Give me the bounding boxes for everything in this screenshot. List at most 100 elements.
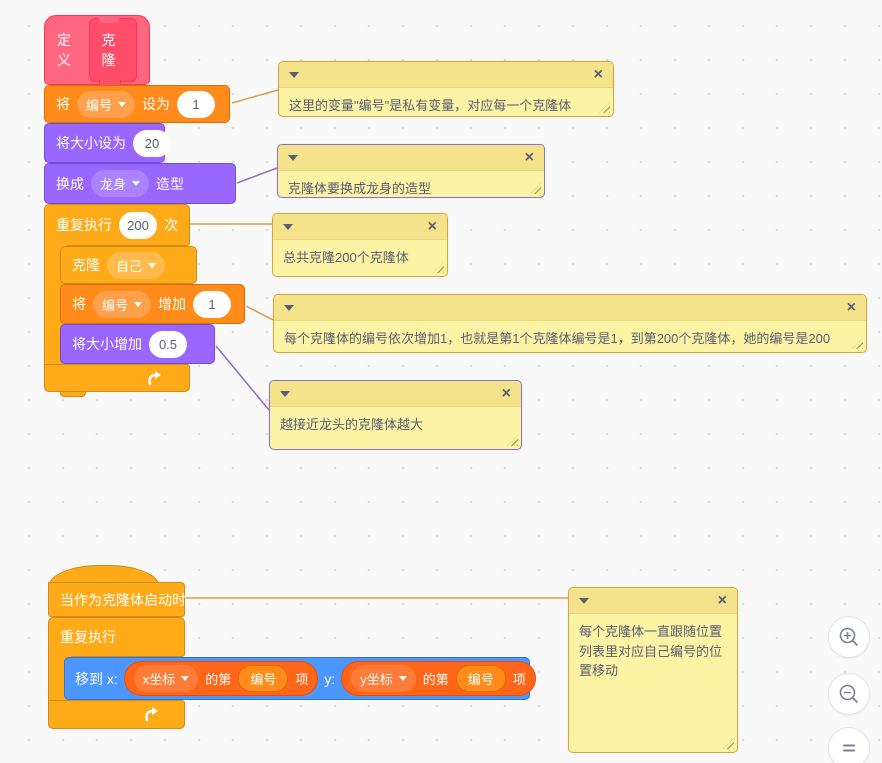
block-label: 增加 bbox=[158, 296, 187, 312]
goto-xy-block[interactable]: 移到 x: x坐标 的第 编号 项 y: y坐标 的第 编号 项 bbox=[64, 657, 536, 700]
loop-arrow-icon bbox=[146, 370, 162, 386]
repeat-block[interactable]: 重复执行 200 次 bbox=[44, 204, 190, 246]
comment-text[interactable]: 克隆体要换成龙身的造型 bbox=[278, 171, 544, 197]
define-keyword: 定义 bbox=[57, 32, 71, 68]
variable-reporter[interactable]: 编号 bbox=[455, 665, 506, 692]
collapse-icon[interactable] bbox=[283, 223, 293, 230]
comment[interactable]: × 总共克隆200个克隆体 bbox=[272, 213, 448, 277]
block-label: 当作为克隆体启动时 bbox=[60, 591, 186, 608]
comment-text[interactable]: 总共克隆200个克隆体 bbox=[273, 240, 447, 276]
block-label: 换成 bbox=[56, 175, 84, 192]
block-label: 将大小增加 bbox=[72, 336, 142, 352]
resize-handle[interactable] bbox=[507, 435, 518, 446]
variable-dropdown[interactable]: 编号 bbox=[77, 90, 136, 118]
zoom-out-button[interactable] bbox=[828, 673, 870, 715]
item-of-list-reporter-x[interactable]: x坐标 的第 编号 项 bbox=[123, 661, 319, 696]
repeat-block-bottom[interactable] bbox=[44, 364, 190, 392]
close-icon[interactable]: × bbox=[524, 148, 534, 166]
block-label: 项 bbox=[295, 672, 309, 687]
value-input[interactable]: 1 bbox=[193, 290, 232, 318]
resize-handle[interactable] bbox=[599, 102, 610, 113]
define-block[interactable]: 定义 克隆 bbox=[44, 15, 150, 88]
comment-header[interactable]: × bbox=[278, 145, 544, 171]
list-dropdown[interactable]: y坐标 bbox=[351, 665, 416, 692]
switch-costume-block[interactable]: 换成 龙身 造型 bbox=[44, 163, 236, 204]
comment[interactable]: × 每个克隆体一直跟随位置列表里对应自己编号的位置移动 bbox=[568, 587, 738, 753]
list-name: x坐标 bbox=[142, 672, 176, 687]
block-label: 造型 bbox=[156, 175, 185, 192]
block-label: 将 bbox=[56, 96, 70, 112]
loop-arrow-icon bbox=[143, 707, 159, 722]
zoom-reset-icon bbox=[843, 744, 855, 752]
zoom-in-button[interactable] bbox=[828, 616, 870, 658]
chevron-down-icon bbox=[398, 676, 407, 681]
comment-header[interactable]: × bbox=[569, 588, 737, 614]
forever-block[interactable]: 重复执行 bbox=[48, 617, 185, 657]
size-input[interactable]: 20 bbox=[133, 129, 171, 157]
comment-text-content: 越接近龙头的克隆体越大 bbox=[280, 417, 424, 432]
resize-handle[interactable] bbox=[530, 183, 541, 194]
custom-block-prototype[interactable]: 克隆 bbox=[88, 18, 137, 88]
list-name: y坐标 bbox=[360, 672, 393, 687]
comment-header[interactable]: × bbox=[273, 214, 447, 240]
close-icon[interactable]: × bbox=[501, 384, 511, 402]
comment-text-content: 每个克隆体一直跟随位置列表里对应自己编号的位置移动 bbox=[579, 624, 723, 678]
set-size-block[interactable]: 将大小设为 20 bbox=[44, 123, 171, 163]
comment-text-content: 总共克隆200个克隆体 bbox=[283, 250, 409, 265]
comment-text[interactable]: 每个克隆体一直跟随位置列表里对应自己编号的位置移动 bbox=[569, 614, 737, 752]
close-icon[interactable]: × bbox=[846, 298, 856, 316]
item-of-list-reporter-y[interactable]: y坐标 的第 编号 项 bbox=[341, 661, 536, 696]
block-label: 重复执行 bbox=[56, 217, 112, 233]
change-size-block[interactable]: 将大小增加 0.5 bbox=[60, 324, 215, 364]
zoom-reset-button[interactable] bbox=[828, 727, 870, 763]
comment-text[interactable]: 越接近龙头的克隆体越大 bbox=[270, 407, 521, 449]
comment-text[interactable]: 每个克隆体的编号依次增加1，也就是第1个克隆体编号是1，到第200个克隆体，她的… bbox=[274, 321, 866, 352]
comment-text[interactable]: 这里的变量"编号"是私有变量，对应每一个克隆体 bbox=[279, 88, 613, 116]
collapse-icon[interactable] bbox=[288, 154, 298, 161]
zoom-in-icon bbox=[839, 627, 858, 646]
size-input[interactable]: 0.5 bbox=[149, 330, 187, 358]
forever-block-bottom[interactable] bbox=[48, 700, 185, 729]
close-icon[interactable]: × bbox=[427, 217, 437, 235]
collapse-icon[interactable] bbox=[579, 597, 589, 604]
block-label: 将 bbox=[72, 296, 86, 312]
comment[interactable]: × 越接近龙头的克隆体越大 bbox=[269, 380, 522, 450]
variable-dropdown[interactable]: 编号 bbox=[93, 290, 152, 318]
variable-name: 编号 bbox=[86, 97, 113, 113]
comment[interactable]: × 每个克隆体的编号依次增加1，也就是第1个克隆体编号是1，到第200个克隆体，… bbox=[273, 294, 867, 353]
collapse-icon[interactable] bbox=[280, 390, 290, 397]
comment[interactable]: × 这里的变量"编号"是私有变量，对应每一个克隆体 bbox=[278, 61, 614, 117]
variable-reporter[interactable]: 编号 bbox=[238, 665, 289, 692]
clone-block[interactable]: 克隆 自己 bbox=[60, 246, 197, 284]
change-variable-block[interactable]: 将 编号 增加 1 bbox=[60, 284, 245, 324]
resize-handle[interactable] bbox=[723, 738, 734, 749]
set-variable-block[interactable]: 将 编号 设为 1 bbox=[44, 85, 230, 123]
value-input[interactable]: 1 bbox=[177, 90, 216, 118]
close-icon[interactable]: × bbox=[717, 591, 727, 609]
block-label: 次 bbox=[164, 217, 178, 233]
collapse-icon[interactable] bbox=[284, 304, 294, 311]
comment-text-content: 克隆体要换成龙身的造型 bbox=[288, 181, 432, 196]
block-tab bbox=[60, 391, 86, 397]
clone-target-dropdown[interactable]: 自己 bbox=[107, 251, 166, 279]
comment-header[interactable]: × bbox=[270, 381, 521, 407]
repeat-count-input[interactable]: 200 bbox=[119, 211, 157, 239]
when-clone-start-block[interactable]: 当作为克隆体启动时 bbox=[48, 582, 186, 617]
close-icon[interactable]: × bbox=[593, 65, 603, 83]
resize-handle[interactable] bbox=[433, 262, 444, 273]
chevron-down-icon bbox=[118, 101, 127, 107]
comment-text-content: 这里的变量"编号"是私有变量，对应每一个克隆体 bbox=[289, 98, 572, 113]
comment-header[interactable]: × bbox=[274, 295, 866, 321]
block-label: 设为 bbox=[142, 96, 171, 112]
list-dropdown[interactable]: x坐标 bbox=[133, 665, 199, 692]
block-label: 的第 bbox=[205, 672, 232, 687]
resize-handle[interactable] bbox=[852, 338, 863, 349]
collapse-icon[interactable] bbox=[289, 71, 299, 78]
block-label: 将大小设为 bbox=[56, 135, 126, 151]
comment-header[interactable]: × bbox=[279, 62, 613, 88]
variable-name: 编号 bbox=[102, 297, 129, 313]
costume-dropdown[interactable]: 龙身 bbox=[91, 170, 150, 197]
comment[interactable]: × 克隆体要换成龙身的造型 bbox=[277, 144, 545, 198]
block-label: 重复执行 bbox=[60, 629, 116, 645]
